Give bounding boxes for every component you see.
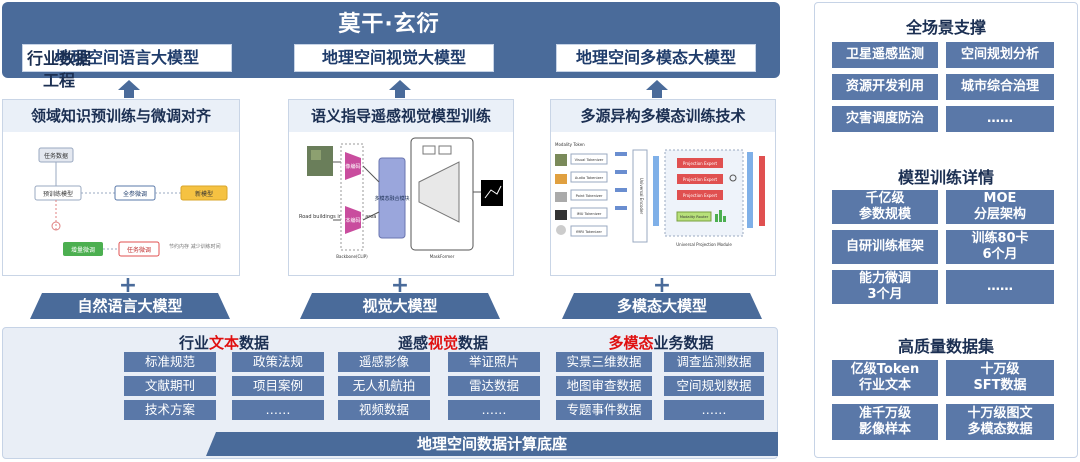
node-full-finetune: 全参微调 bbox=[123, 190, 147, 198]
text-data-group-title: 行业文本数据 bbox=[124, 332, 324, 353]
data-item: 项目案例 bbox=[232, 376, 324, 396]
svg-text:Projection Expert: Projection Expert bbox=[683, 177, 718, 182]
dataset-title: 高质量数据集 bbox=[897, 337, 994, 356]
dataset-item: 亿级Token 行业文本 bbox=[832, 360, 938, 396]
group-title-prefix: 行业 bbox=[178, 334, 209, 352]
multimodal-model-box: 地理空间多模态大模型 bbox=[556, 44, 756, 72]
text-encoder-label: 文本编码器 bbox=[340, 217, 365, 224]
data-item: 政策法规 bbox=[232, 352, 324, 372]
plus-icon: + bbox=[652, 273, 672, 298]
data-item: 举证照片 bbox=[448, 352, 540, 372]
svg-text:Visual Tokenizer: Visual Tokenizer bbox=[575, 158, 604, 162]
group-title-highlight: 多模态 bbox=[608, 334, 654, 352]
maskformer-label: MaskFormer bbox=[430, 254, 455, 259]
multimodal-train-panel: 多源异构多模态训练技术 Modality Token Visual Tokeni… bbox=[550, 99, 776, 276]
node-pretrain: 预训练模型 bbox=[43, 190, 73, 198]
data-item: 视频数据 bbox=[338, 400, 430, 420]
svg-text:Projection Expert: Projection Expert bbox=[683, 193, 718, 198]
node-task-finetune: 任务微调 bbox=[127, 246, 151, 254]
pretrain-title: 领域知识预训练与微调对齐 bbox=[3, 100, 239, 132]
training-detail-item: 训练80卡 6个月 bbox=[946, 230, 1054, 264]
node-new-model: 新模型 bbox=[195, 190, 213, 198]
plus-icon: + bbox=[390, 273, 410, 298]
data-item: 无人机航拍 bbox=[338, 376, 430, 396]
nlp-model-bar: 自然语言大模型 bbox=[30, 293, 230, 319]
scenario-support-title: 全场景支撑 bbox=[905, 18, 986, 37]
vision-train-panel: 语义指导遥感视觉模型训练 Road buildings in the new a… bbox=[288, 99, 514, 276]
up-arrow-icon bbox=[646, 80, 668, 98]
data-item: 专题事件数据 bbox=[556, 400, 652, 420]
data-item: 调查监测数据 bbox=[664, 352, 764, 372]
data-compute-base-bar: 地理空间数据计算底座 bbox=[206, 432, 778, 456]
scenario-item: 灾害调度防治 bbox=[832, 106, 938, 132]
scenario-item: 资源开发利用 bbox=[832, 74, 938, 100]
scenario-item: 卫星遥感监测 bbox=[832, 42, 938, 68]
vision-data-group-title: 遥感视觉数据 bbox=[338, 332, 548, 353]
dataset-item: 准千万级 影像样本 bbox=[832, 404, 938, 440]
vision-train-title: 语义指导遥感视觉模型训练 bbox=[289, 100, 513, 132]
plus-icon: + bbox=[118, 273, 138, 298]
svg-text:fMRI Tokenizer: fMRI Tokenizer bbox=[576, 230, 602, 234]
group-title-suffix: 数据 bbox=[458, 334, 489, 352]
group-title-highlight: 文本 bbox=[208, 334, 239, 352]
svg-text:Point Tokenizer: Point Tokenizer bbox=[576, 194, 603, 198]
modality-router-label: Modality Router bbox=[680, 215, 709, 219]
training-detail-item: …… bbox=[946, 270, 1054, 304]
multimodal-model-bar: 多模态大模型 bbox=[562, 293, 762, 319]
universal-encoder-label: Universal Encoder bbox=[639, 178, 644, 215]
data-item: 文献期刊 bbox=[124, 376, 216, 396]
data-item: 遥感影像 bbox=[338, 352, 430, 372]
data-engineering-title-line1: 行业数据 bbox=[26, 49, 91, 68]
node-task-data: 任务数据 bbox=[44, 152, 68, 160]
svg-text:Audio Tokenizer: Audio Tokenizer bbox=[575, 176, 604, 180]
data-item: …… bbox=[664, 400, 764, 420]
data-item: 实景三维数据 bbox=[556, 352, 652, 372]
group-title-prefix: 遥感 bbox=[397, 334, 428, 352]
training-detail-item: 千亿级 参数规模 bbox=[832, 190, 938, 224]
group-title-highlight: 视觉 bbox=[427, 334, 458, 352]
vision-model-box: 地理空间视觉大模型 bbox=[294, 44, 494, 72]
fusion-module-label: 多模态融合模块 bbox=[374, 195, 409, 202]
scenario-item: 城市综合治理 bbox=[946, 74, 1054, 100]
scenario-item: …… bbox=[946, 106, 1054, 132]
svg-text:Modality Token: Modality Token bbox=[555, 142, 585, 147]
training-detail-item: 自研训练框架 bbox=[832, 230, 938, 264]
data-engineering-title: 行业数据 工程 bbox=[14, 48, 104, 92]
data-item: 雷达数据 bbox=[448, 376, 540, 396]
data-item: …… bbox=[232, 400, 324, 420]
group-title-suffix: 业务数据 bbox=[653, 334, 714, 352]
data-item: 地图审查数据 bbox=[556, 376, 652, 396]
data-item: 技术方案 bbox=[124, 400, 216, 420]
svg-text:IMU Tokenizer: IMU Tokenizer bbox=[577, 212, 602, 216]
training-details-title: 模型训练详情 bbox=[897, 168, 994, 187]
node-incremental-finetune: 增量微调 bbox=[71, 246, 95, 254]
multimodal-train-title: 多源异构多模态训练技术 bbox=[551, 100, 775, 132]
multimodal-arch-diagram: Modality Token Visual Tokenizer Audio To… bbox=[555, 142, 765, 247]
up-arrow-icon bbox=[389, 80, 411, 98]
pretrain-panel: 领域知识预训练与微调对齐 任务数据 预训练模型 全参微调 新模型 增量微调 任务… bbox=[2, 99, 240, 276]
training-detail-item: 能力微调 3个月 bbox=[832, 270, 938, 304]
up-arrow-icon bbox=[118, 80, 140, 98]
data-engineering-title-line2: 工程 bbox=[42, 71, 75, 90]
text-input-sample: Road buildings in the new area bbox=[299, 214, 376, 220]
svg-text:Projection Expert: Projection Expert bbox=[683, 161, 718, 166]
image-encoder-label: 图像编码器 bbox=[340, 163, 365, 170]
training-detail-item: MOE 分层架构 bbox=[946, 190, 1054, 224]
platform-title: 莫干·玄衍 bbox=[338, 12, 440, 37]
dataset-item: 十万级 SFT数据 bbox=[946, 360, 1054, 396]
scenario-item: 空间规划分析 bbox=[946, 42, 1054, 68]
backbone-label: Backbone(CLIP) bbox=[336, 254, 368, 259]
language-model-box: 地理空间语言大模型 bbox=[22, 44, 232, 72]
vision-arch-diagram: Road buildings in the new area 图像编码器 文本编… bbox=[299, 137, 503, 259]
vision-model-bar: 视觉大模型 bbox=[300, 293, 500, 319]
multimodal-data-group-title: 多模态业务数据 bbox=[556, 332, 766, 353]
group-title-suffix: 数据 bbox=[239, 334, 270, 352]
finetune-flow-diagram: 任务数据 预训练模型 全参微调 新模型 增量微调 任务微调 节约内存 减少训练时… bbox=[34, 147, 228, 257]
dataset-item: 十万级图文 多模态数据 bbox=[946, 404, 1054, 440]
note-text: 节约内存 减少训练时间 bbox=[169, 243, 221, 250]
data-item: 空间规划数据 bbox=[664, 376, 764, 396]
projection-module-label: Universal Projection Module bbox=[676, 242, 732, 247]
data-item: …… bbox=[448, 400, 540, 420]
data-item: 标准规范 bbox=[124, 352, 216, 372]
